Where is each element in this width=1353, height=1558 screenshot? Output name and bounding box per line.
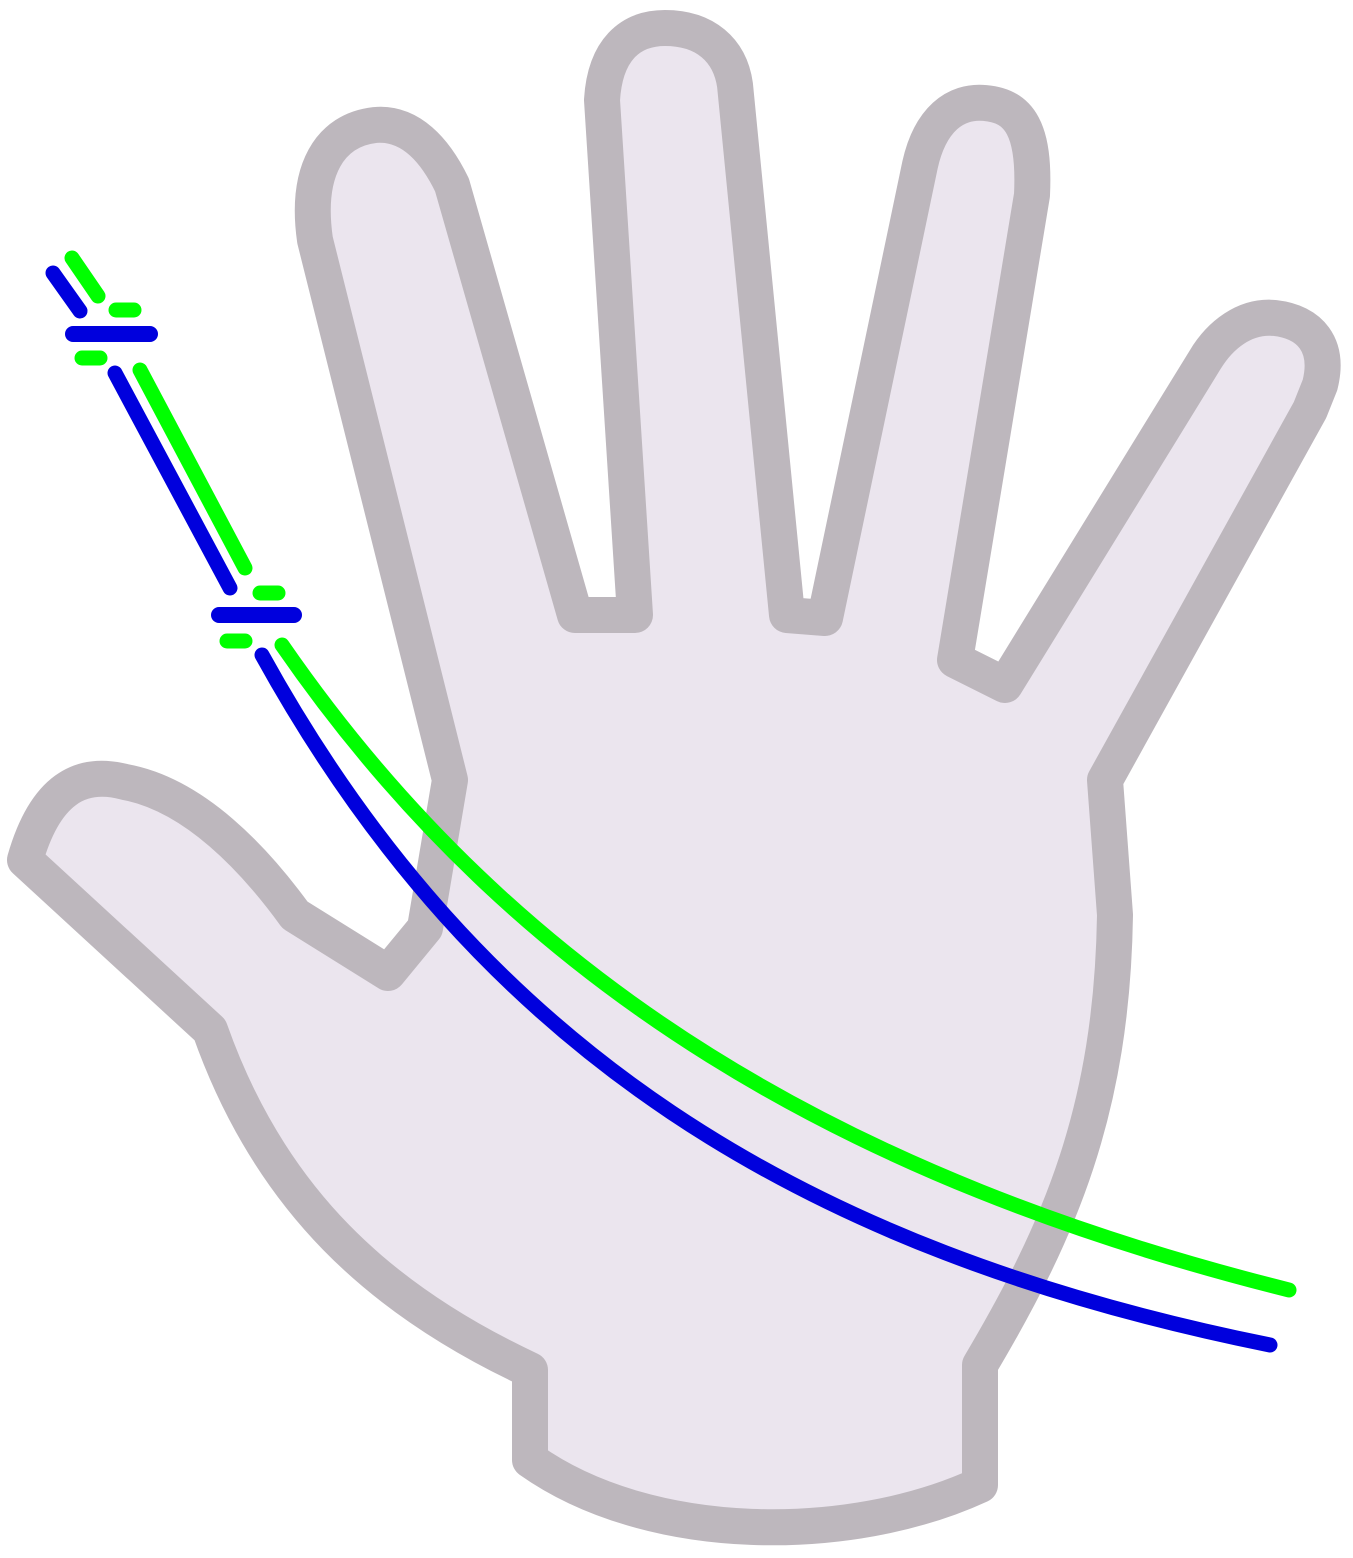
blue-line xyxy=(45,265,1278,1353)
green-line-segment-2 xyxy=(132,362,253,576)
green-line-segment-3 xyxy=(274,637,1297,1298)
blue-line-segment-1 xyxy=(45,265,88,319)
blue-line-segment-2 xyxy=(107,365,238,596)
green-line-segment-1 xyxy=(64,250,106,304)
green-line xyxy=(64,250,1297,1298)
blue-line-segment-3 xyxy=(254,647,1278,1353)
hand-outline xyxy=(7,10,1341,1546)
